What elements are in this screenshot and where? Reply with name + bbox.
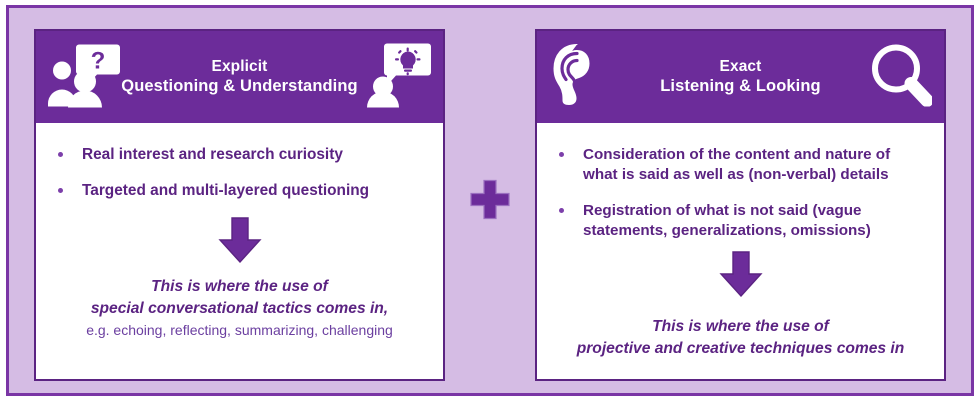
panel-explicit[interactable]: ? Explicit Questioning & Understanding bbox=[34, 29, 445, 381]
footnote-line-2: special conversational tactics comes in, bbox=[90, 299, 389, 317]
down-arrow-icon bbox=[215, 217, 265, 268]
panel-exact-title: Exact Listening & Looking bbox=[656, 57, 824, 98]
ear-icon bbox=[549, 43, 605, 112]
people-question-bubble-icon: ? bbox=[48, 42, 122, 113]
panel-explicit-bullets: Real interest and research curiosity Tar… bbox=[52, 145, 427, 201]
panel-exact-body: Consideration of the content and nature … bbox=[537, 123, 944, 379]
bullet-text: Registration of what is not said (vague … bbox=[583, 201, 871, 240]
panel-exact-spacer bbox=[553, 359, 928, 369]
footnote-line-1: This is where the use of bbox=[151, 278, 328, 296]
panels-container: ? Explicit Questioning & Understanding bbox=[9, 8, 971, 393]
panel-exact-header: Exact Listening & Looking bbox=[537, 31, 944, 123]
panel-explicit-title: Explicit Questioning & Understanding bbox=[117, 57, 361, 98]
bullet-dot-icon bbox=[58, 152, 63, 157]
panel-explicit-title-line1: Explicit bbox=[211, 57, 268, 75]
list-item: Consideration of the content and nature … bbox=[553, 145, 928, 186]
svg-text:?: ? bbox=[91, 48, 106, 75]
panel-exact-bullets: Consideration of the content and nature … bbox=[553, 145, 928, 241]
footnote-line-2: projective and creative techniques comes… bbox=[576, 339, 905, 357]
bullet-text: Real interest and research curiosity bbox=[82, 146, 343, 163]
down-arrow-icon bbox=[716, 251, 766, 302]
panel-explicit-body: Real interest and research curiosity Tar… bbox=[36, 123, 443, 379]
bullet-dot-icon bbox=[559, 207, 564, 213]
magnifying-glass-icon bbox=[870, 43, 934, 112]
panel-explicit-header: ? Explicit Questioning & Understanding bbox=[36, 31, 443, 123]
bullet-dot-icon bbox=[559, 152, 564, 157]
bullet-dot-icon bbox=[58, 187, 63, 193]
panel-exact-title-line2: Listening & Looking bbox=[660, 77, 821, 96]
bullet-text: Consideration of the content and nature … bbox=[583, 146, 891, 184]
person-lightbulb-bubble-icon bbox=[365, 42, 431, 113]
footnote-line-1: This is where the use of bbox=[652, 318, 829, 336]
panel-explicit-footnote: This is where the use of special convers… bbox=[52, 276, 427, 340]
list-item: Real interest and research curiosity bbox=[52, 145, 427, 166]
list-item: Targeted and multi-layered questioning bbox=[52, 181, 427, 202]
panel-exact[interactable]: Exact Listening & Looking bbox=[535, 29, 946, 381]
panel-exact-footnote: This is where the use of projective and … bbox=[553, 316, 928, 359]
footnote-note: e.g. echoing, reflecting, summarizing, c… bbox=[86, 322, 393, 339]
bullet-text: Targeted and multi-layered questioning bbox=[82, 181, 370, 199]
panel-explicit-arrow-wrap bbox=[52, 217, 427, 268]
panel-explicit-title-line2: Questioning & Understanding bbox=[121, 77, 358, 96]
plus-connector-icon bbox=[467, 179, 513, 230]
panel-exact-arrow-wrap bbox=[553, 251, 928, 302]
outer-frame: ? Explicit Questioning & Understanding bbox=[6, 5, 974, 396]
list-item: Registration of what is not said (vague … bbox=[553, 201, 928, 242]
panel-exact-title-line1: Exact bbox=[719, 57, 762, 75]
